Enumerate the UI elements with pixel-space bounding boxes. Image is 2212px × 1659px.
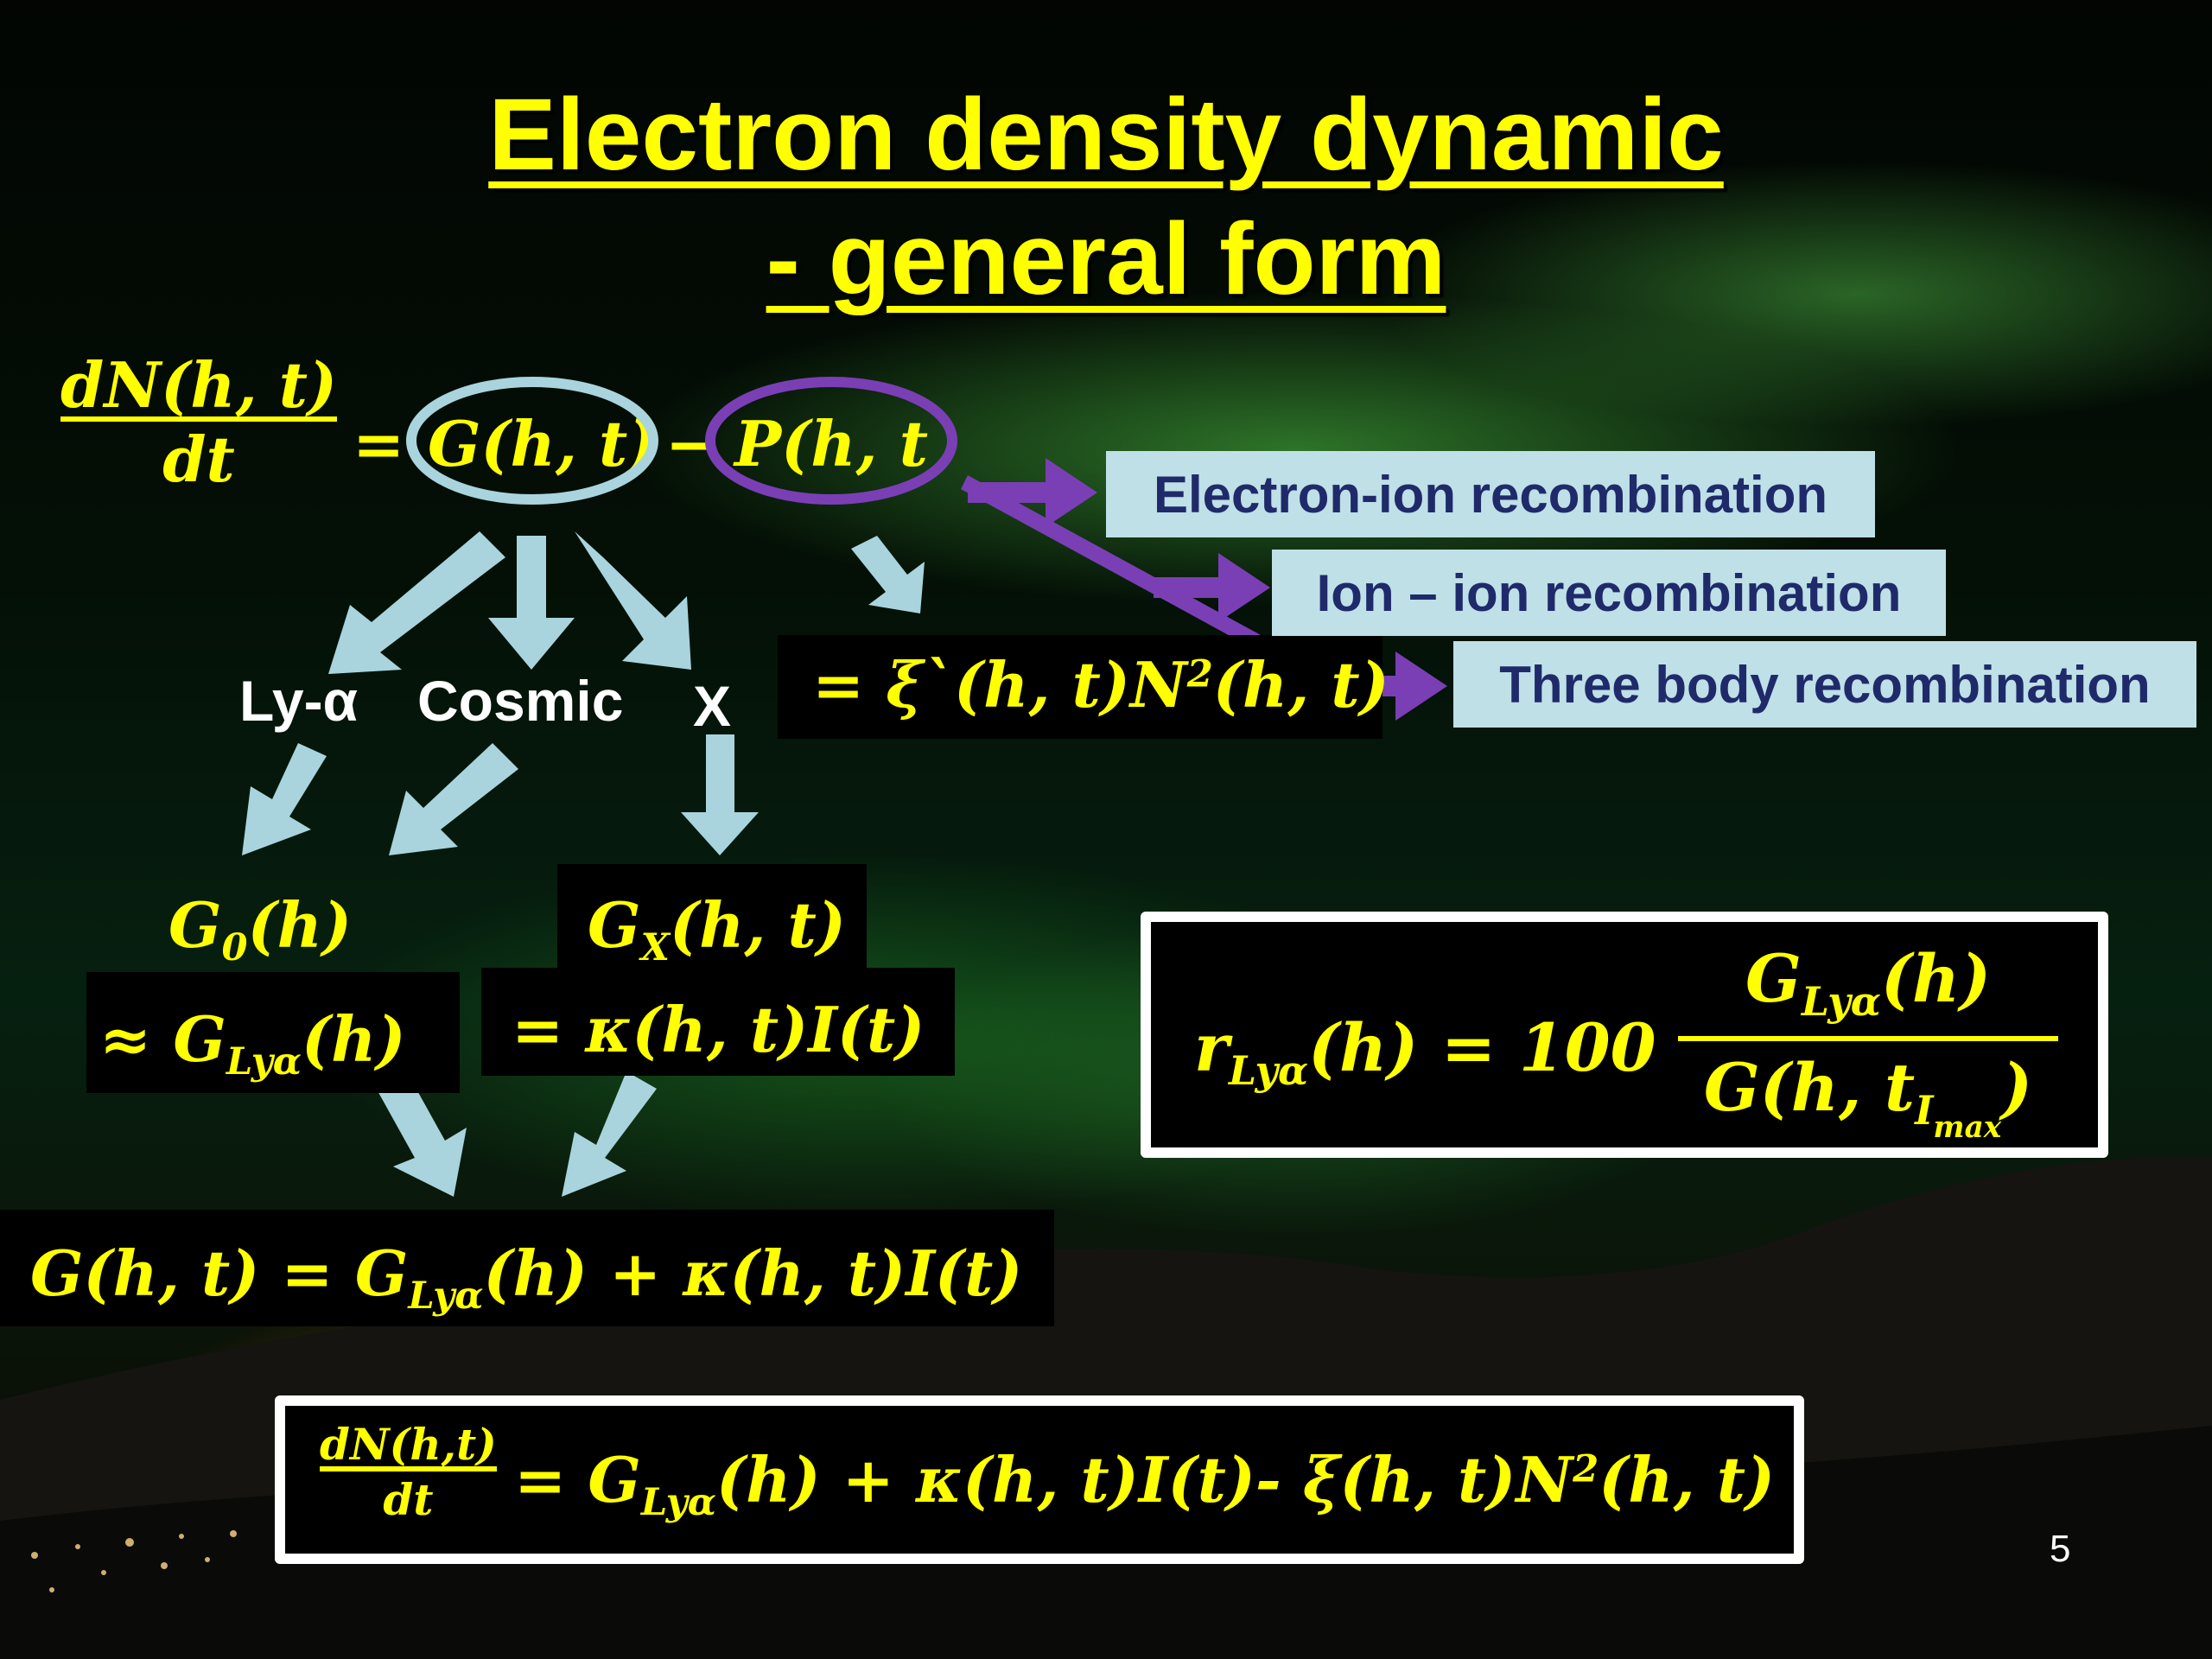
- source-cosmic: Cosmic: [417, 669, 624, 733]
- gx-expression: = κ(h, t)I(t): [481, 968, 955, 1076]
- loss-expression: = ξ`(h, t)N2(h, t): [778, 635, 1389, 739]
- arrow-to-ion-ion: [1154, 553, 1270, 622]
- final-equation-box: dN(h,t) dt = GLyα(h) + κ(h, t)I(t)- ξ(h,…: [275, 1395, 1804, 1564]
- g0-approximation: ≈ GLyα(h): [86, 972, 460, 1093]
- main-equation: dN(h, t) dt: [60, 348, 338, 491]
- main-equals: =: [353, 407, 405, 480]
- arrow-to-electron-ion: [968, 458, 1097, 527]
- source-lyman-alpha: Ly-α: [239, 669, 359, 733]
- ratio-box: rLyα(h) = 100 GLyα(h) G(h, tImax): [1141, 912, 2108, 1158]
- main-derivative-fraction: dN(h, t) dt: [60, 348, 338, 491]
- arrow-g0-to-combined: [372, 1063, 467, 1197]
- label-electron-ion-recombination: Electron-ion recombination: [1106, 451, 1875, 537]
- main-denominator: dt: [60, 416, 338, 491]
- ratio-denominator: G(h, tImax): [1703, 1048, 2033, 1145]
- ratio-fraction: GLyα(h) G(h, tImax): [1678, 946, 2058, 1142]
- arrow-g-to-cosmic: [488, 536, 575, 670]
- arrow-gx-to-combined: [562, 1071, 657, 1197]
- loss-term: P(h, t: [734, 407, 928, 480]
- ratio-lhs: rLyα(h) = 100: [1194, 1009, 1656, 1094]
- final-numerator: dN(h,t): [320, 1419, 497, 1470]
- combined-production-equation: G(h, t) = GLyα(h) + κ(h, t)I(t): [0, 1210, 1054, 1326]
- title-line-2: - general form: [766, 202, 1446, 316]
- arrow-g-to-lya: [328, 531, 505, 674]
- production-term: G(h, t): [428, 407, 658, 480]
- final-denominator: dt: [320, 1466, 497, 1522]
- production-highlight-ellipse: [406, 377, 658, 505]
- arrow-cosmic-to-g0: [389, 743, 518, 855]
- arrow-p-to-loss: [851, 536, 925, 613]
- g0-definition: G0(h): [168, 888, 353, 970]
- label-ion-ion-recombination: Ion – ion recombination: [1272, 550, 1946, 636]
- loss-highlight-ellipse: [705, 377, 957, 505]
- final-derivative-fraction: dN(h,t) dt: [320, 1423, 497, 1522]
- arrow-x-to-gx: [681, 734, 759, 855]
- arrow-lya-to-g0: [242, 743, 327, 855]
- page-number: 5: [2050, 1528, 2071, 1570]
- gx-definition: GX(h, t): [557, 864, 867, 976]
- label-three-body-recombination: Three body recombination: [1453, 641, 2196, 728]
- main-numerator: dN(h, t): [60, 348, 338, 422]
- ratio-numerator: GLyα(h): [1678, 946, 2058, 1041]
- arrow-to-three-body: [1331, 652, 1447, 721]
- arrow-g-to-x: [575, 531, 691, 670]
- source-x-ray: X: [693, 674, 732, 738]
- title-line-1: Electron density dynamic: [488, 78, 1724, 192]
- final-equation-rhs: = GLyα(h) + κ(h, t)I(t)- ξ(h, t)N2(h, t): [514, 1443, 1776, 1525]
